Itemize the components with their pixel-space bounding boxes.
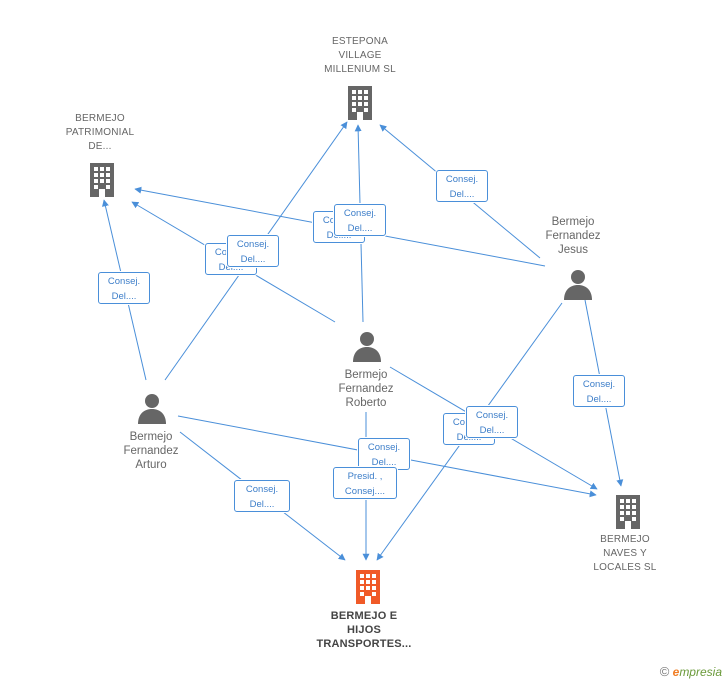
edge-label-line: Del.... [449,189,475,200]
edge-label-jesus-naves[interactable]: Consej. Del.... [573,375,625,407]
node-label-line: MILLENIUM SL [324,64,396,75]
node-label-line: VILLAGE [338,50,382,61]
edge-label-arturo-naves[interactable]: Consej. Del.... [358,438,410,470]
edge-label-jesus-estepona[interactable]: Consej. Del.... [436,170,488,202]
edge-label-line: Presid. , [347,471,383,482]
node-label-line: HIJOS [346,624,381,636]
edge-label-arturo-patrimonial[interactable]: Consej. Del.... [98,272,150,304]
node-label-line: Fernandez [123,445,179,457]
empresia-watermark: © empresia [660,664,722,679]
edge-label-line: Del.... [240,254,266,265]
building-icon [348,86,372,120]
edge-label-roberto-hijos[interactable]: Presid. , Consej.... [333,467,397,499]
building-icon [616,495,640,529]
edge-label-line: Consej. [245,484,279,495]
edge-label-line: Consej. [107,276,141,287]
node-label-line: PATRIMONIAL [65,127,135,138]
person-icon [564,270,592,300]
node-label-line: BERMEJO [75,113,125,124]
edge-label-roberto-estepona[interactable]: Consej. Del.... [334,204,386,236]
edge-label-line: Consej. [475,410,509,421]
node-label-line: Fernandez [338,383,394,395]
brand-initial: e [672,665,680,679]
edge-label-line: Del.... [586,394,612,405]
brand-name: mpresia [679,665,722,679]
node-label-line: LOCALES SL [593,562,657,573]
node-label-line: TRANSPORTES... [316,638,412,650]
building-icon [90,163,114,197]
node-label-line: DE... [88,141,112,152]
edge-label-arturo-estepona[interactable]: Consej. Del.... [227,235,279,267]
copyright-symbol: © [659,664,670,679]
node-label-line: BERMEJO E [330,610,398,622]
node-label-line: Bermejo [344,369,388,381]
building-icon [356,570,380,604]
edge-label-arturo-hijos[interactable]: Consej. Del.... [234,480,290,512]
edge-label-line: Consej.... [344,486,386,497]
edge-label-line: Del.... [111,291,137,302]
edge-label-line: Consej. [582,379,616,390]
edge-label-line: Del.... [371,457,397,468]
person-icon [353,332,381,362]
node-label-line: Arturo [135,459,167,471]
edge-label-line: Consej. [343,208,377,219]
node-label-line: ESTEPONA [331,36,389,47]
node-label-line: Jesus [557,244,589,256]
edge-label-line: Consej. [236,239,270,250]
edge-label-line: Consej. [367,442,401,453]
edge-label-jesus-hijos[interactable]: Consej. Del.... [466,406,518,438]
edge-label-line: Del.... [249,499,275,510]
edge-label-line: Del.... [479,425,505,436]
node-label-line: Fernandez [545,230,601,242]
node-label-line: Bermejo [129,431,173,443]
edge-label-line: Del.... [347,223,373,234]
node-label-line: Roberto [345,397,387,409]
node-label-line: NAVES Y [603,548,647,559]
edge-label-line: Del.... [218,262,244,273]
person-icon [138,394,166,424]
node-label-line: BERMEJO [600,534,650,545]
node-label-line: Bermejo [551,216,595,228]
edge-label-line: Consej. [445,174,479,185]
